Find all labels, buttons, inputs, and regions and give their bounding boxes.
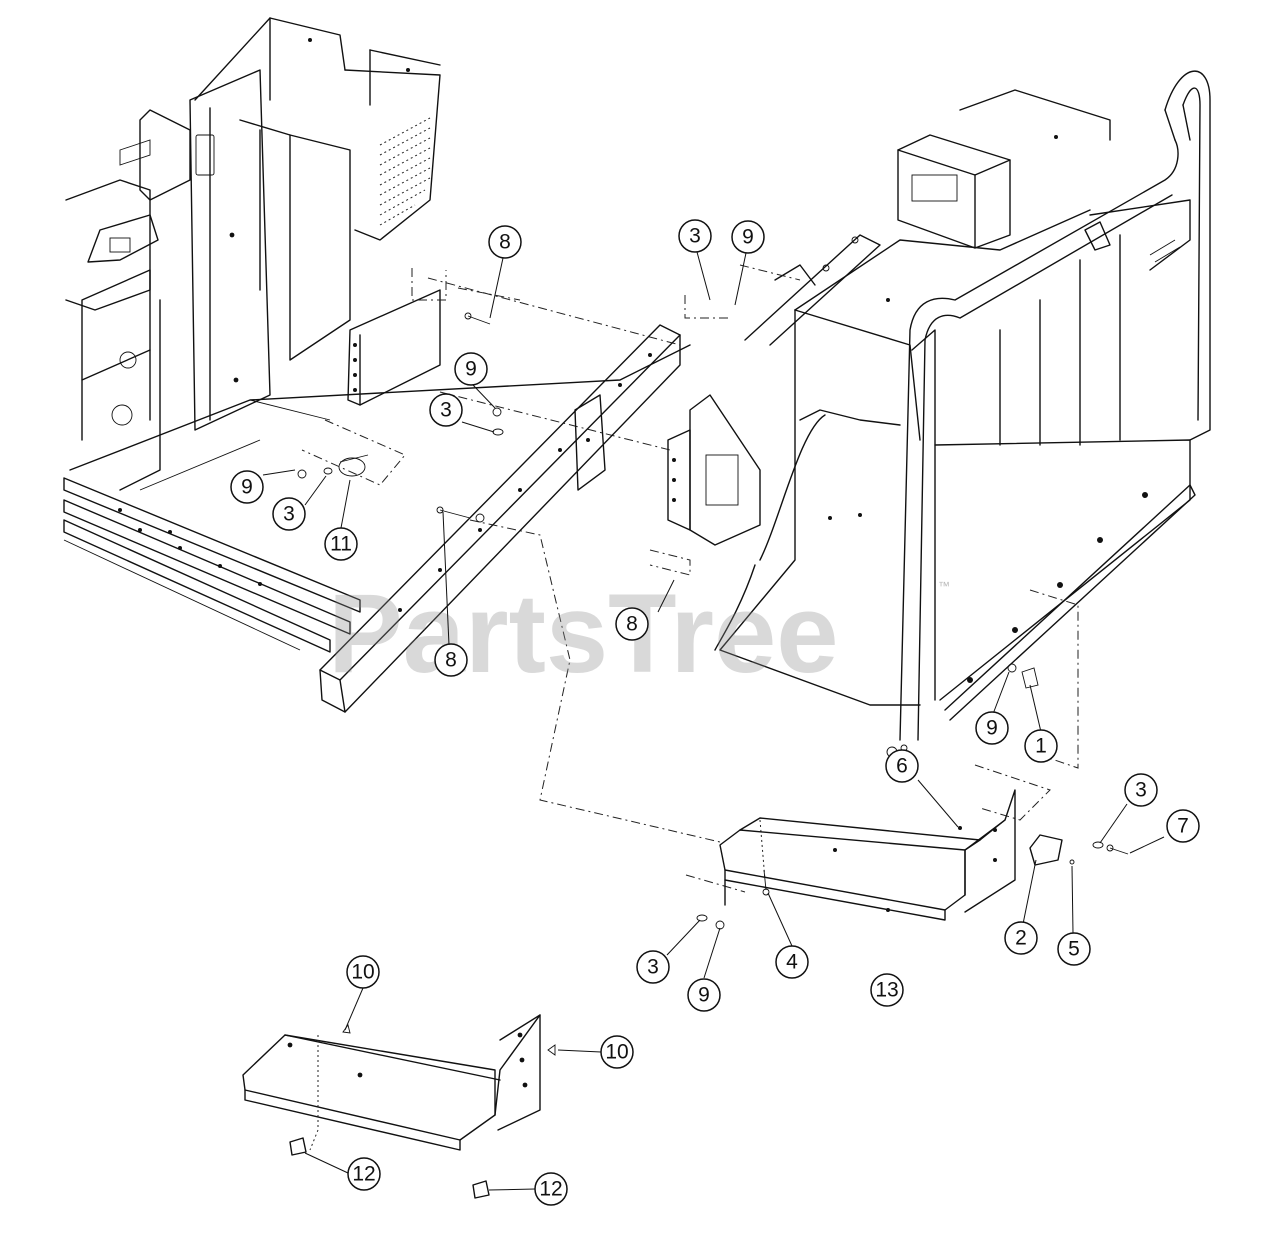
callout-9: 9 — [230, 470, 264, 504]
callout-label: 12 — [539, 1178, 562, 1201]
assembly-guide-lines-left — [301, 268, 721, 843]
callout-12: 12 — [347, 1157, 381, 1191]
bagger-assembly — [667, 70, 1211, 758]
watermark-text: PartsTree — [328, 571, 839, 696]
callout-3: 3 — [272, 497, 306, 531]
callout-3: 3 — [429, 393, 463, 427]
callout-label: 9 — [698, 984, 710, 1007]
callout-label: 11 — [330, 533, 352, 556]
callout-8: 8 — [488, 225, 522, 259]
watermark-trademark: ™ — [938, 579, 950, 593]
callout-label: 7 — [1177, 815, 1189, 838]
callout-label: 3 — [1135, 779, 1147, 802]
callout-13: 13 — [870, 973, 904, 1007]
callout-2: 2 — [1004, 921, 1038, 955]
callout-9: 9 — [975, 711, 1009, 745]
callout-3: 3 — [636, 950, 670, 984]
callouts: 8 3 9 9 3 9 3 11 — [230, 219, 1200, 1206]
callout-label: 13 — [875, 979, 898, 1002]
callout-8: 8 — [434, 643, 468, 677]
callout-1: 1 — [1024, 729, 1058, 763]
vent-grille — [379, 117, 431, 226]
callout-label: 9 — [986, 717, 998, 740]
callout-9: 9 — [454, 352, 488, 386]
long-angle-rail — [319, 324, 681, 713]
lower-bracket — [242, 1014, 556, 1199]
callout-label: 6 — [896, 755, 908, 778]
left-frame-assembly — [63, 17, 691, 653]
callout-3: 3 — [678, 219, 712, 253]
callout-label: 8 — [445, 649, 457, 672]
callout-label: 3 — [440, 399, 452, 422]
callout-label: 8 — [499, 231, 511, 254]
callout-label: 3 — [689, 225, 701, 248]
callout-label: 9 — [241, 476, 253, 499]
callout-10: 10 — [346, 955, 380, 989]
callout-label: 5 — [1068, 938, 1080, 961]
callout-label: 10 — [351, 961, 374, 984]
callout-6: 6 — [885, 749, 919, 783]
callout-label: 2 — [1015, 927, 1027, 950]
callout-label: 9 — [742, 226, 754, 249]
callout-label: 9 — [465, 358, 477, 381]
callout-label: 10 — [605, 1041, 628, 1064]
callout-4: 4 — [775, 945, 809, 979]
callout-5: 5 — [1057, 932, 1091, 966]
callout-3: 3 — [1124, 773, 1158, 807]
callout-8: 8 — [615, 607, 649, 641]
callout-9: 9 — [687, 978, 721, 1012]
callout-12: 12 — [534, 1172, 568, 1206]
callout-label: 3 — [647, 956, 659, 979]
callout-10: 10 — [600, 1035, 634, 1069]
callout-9: 9 — [731, 220, 765, 254]
callout-label: 12 — [352, 1163, 375, 1186]
callout-11: 11 — [324, 527, 358, 561]
assembly-guide-lines-right — [649, 264, 1079, 893]
callout-label: 1 — [1035, 735, 1047, 758]
rear-bracket-13 — [696, 789, 1129, 930]
callout-label: 8 — [626, 613, 638, 636]
callout-label: 3 — [283, 503, 295, 526]
callout-7: 7 — [1166, 809, 1200, 843]
callout-label: 4 — [786, 951, 798, 974]
